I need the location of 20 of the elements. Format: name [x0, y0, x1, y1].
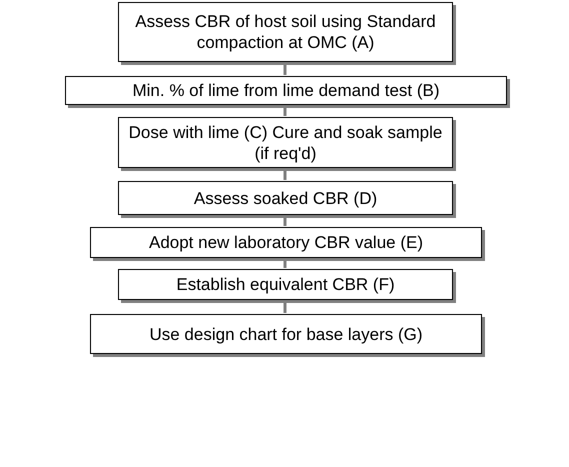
step-text: Use design chart for base layers (G) [149, 324, 423, 344]
process-box [90, 227, 482, 258]
step-text: Min. % of lime from lime demand test (B) [132, 80, 440, 101]
step-text: Assess soaked CBR (D) [194, 188, 378, 208]
process-box [118, 117, 453, 168]
connector-line [284, 169, 286, 180]
connector-line [284, 63, 286, 75]
connector-line [284, 301, 286, 313]
step-text: Adopt new laboratory CBR value (E) [148, 232, 424, 253]
process-box [118, 269, 453, 300]
connector-line [284, 259, 286, 268]
process-box [90, 314, 482, 354]
process-box [65, 76, 507, 105]
step-text: Dose with lime (C) Cure and soak sample (if req'd) [128, 122, 444, 164]
step-text: Assess CBR of host soil using Standard compaction at OMC (A) [134, 11, 437, 53]
step-text: Establish equivalent CBR (F) [176, 274, 395, 295]
connector-line [284, 106, 286, 116]
process-box [118, 181, 453, 215]
process-box [118, 2, 453, 62]
connector-line [284, 216, 286, 226]
